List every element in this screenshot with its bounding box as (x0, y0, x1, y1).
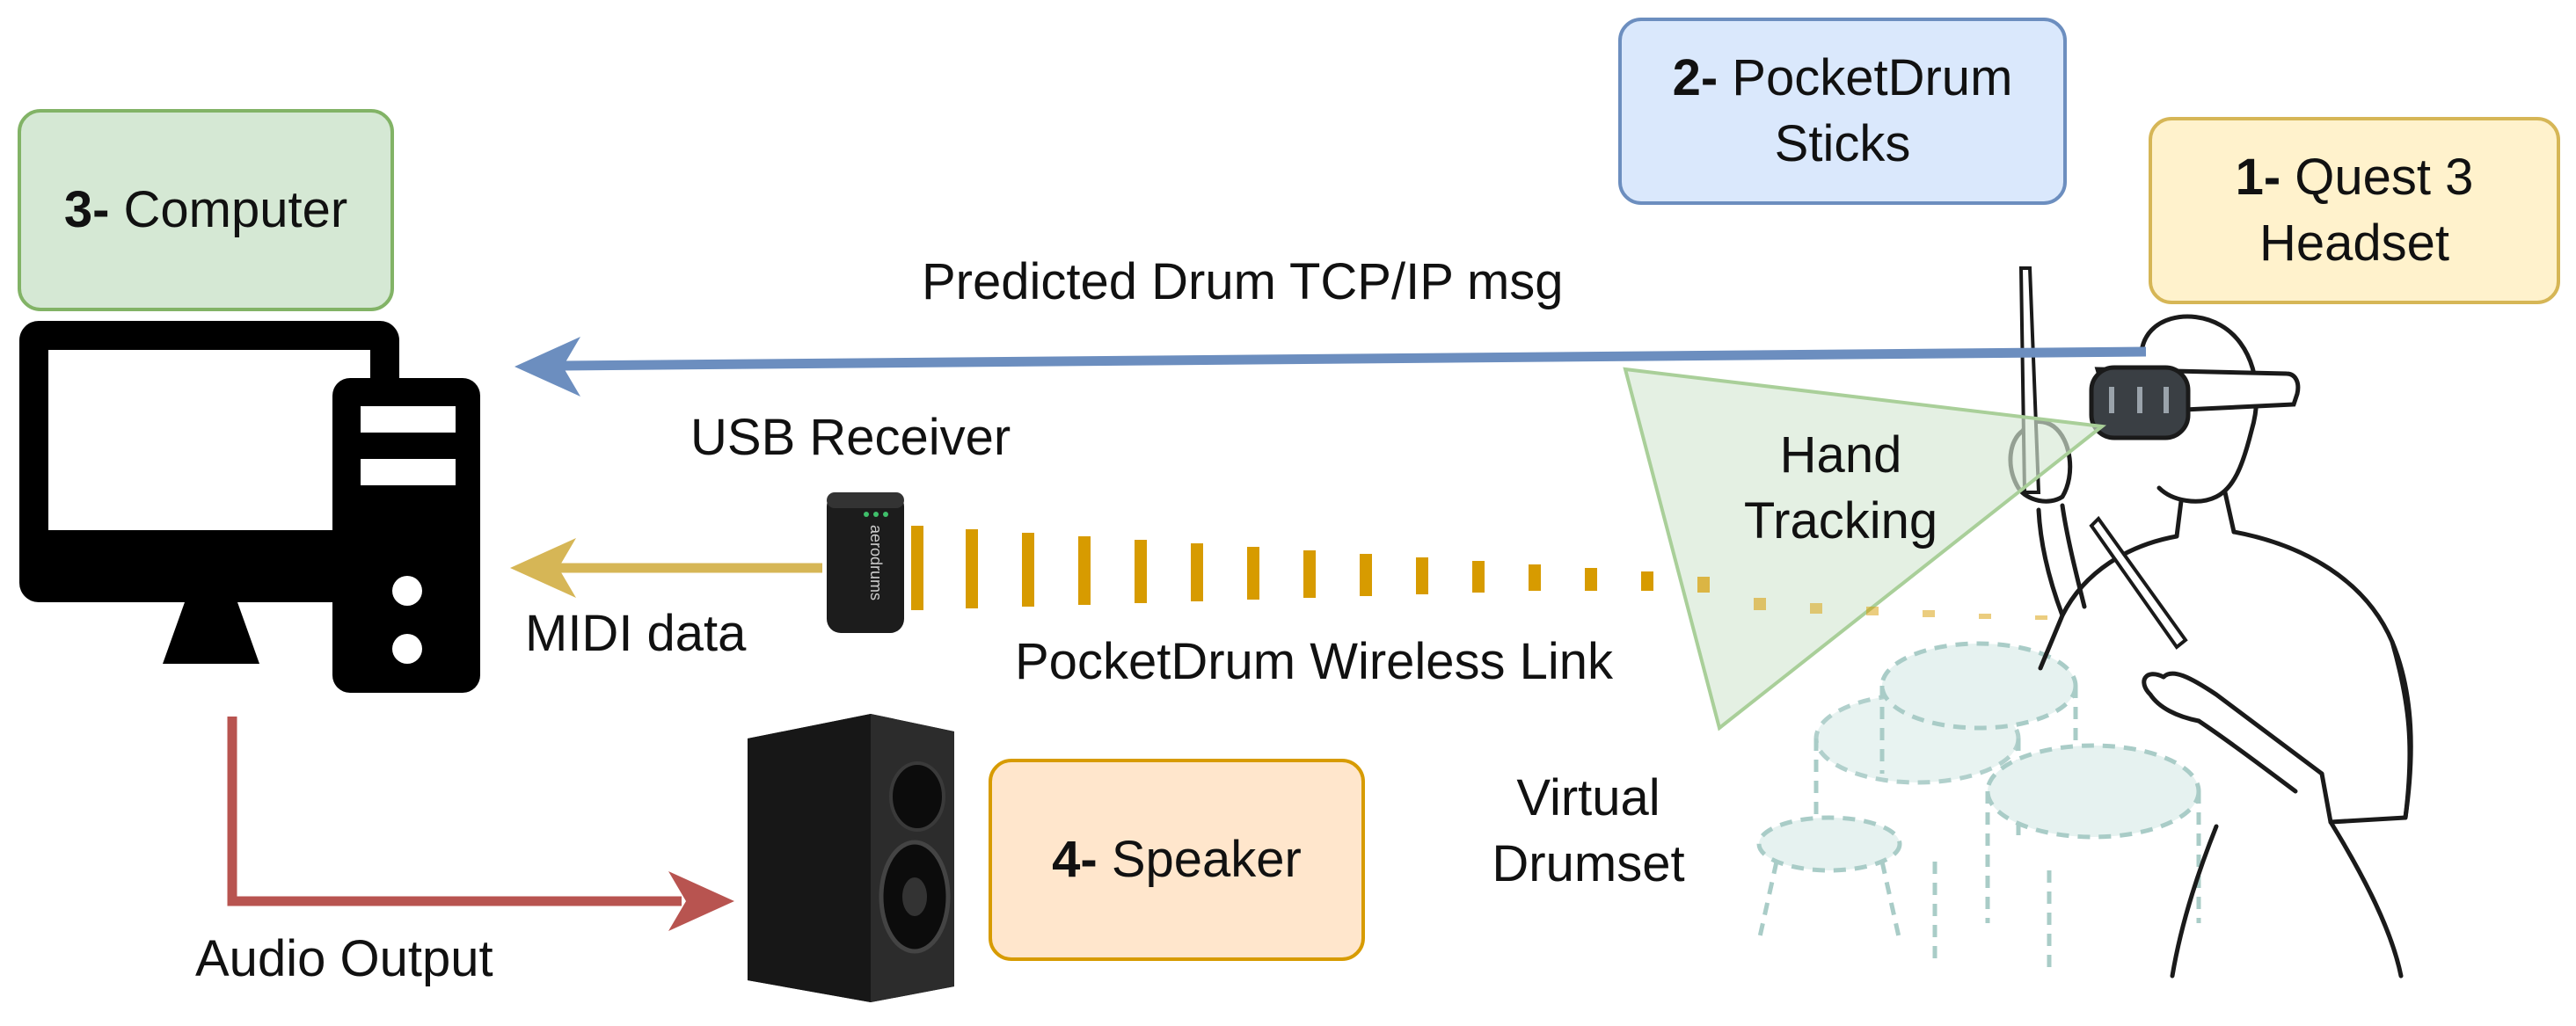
predicted-msg-label: Predicted Drum TCP/IP msg (922, 253, 1564, 310)
virtual-drumset (1756, 641, 2201, 976)
sticks-label-2: Sticks (1774, 114, 1911, 172)
midi-data-arrow (510, 538, 822, 598)
computer-label: Computer (123, 180, 348, 238)
vr-headset-icon (2089, 365, 2301, 440)
audio-output-label: Audio Output (195, 930, 493, 987)
drummer-figure (2008, 314, 2413, 979)
computer-icon (19, 321, 480, 693)
headset-label-2: Headset (2259, 214, 2449, 272)
midi-data-label: MIDI data (525, 605, 747, 662)
hand-tracking-line-2: Tracking (1743, 492, 1938, 550)
usb-receiver-icon: aerodrums (827, 492, 904, 633)
head-outline (2139, 314, 2259, 504)
virtual-drumset-line-2: Drumset (1492, 835, 1685, 893)
hand-tracking-cone (1623, 367, 2107, 731)
sticks-box: 2- PocketDrum Sticks (1618, 18, 2067, 205)
headset-number: 1- (2235, 149, 2281, 207)
speaker-icon (748, 714, 954, 1002)
speaker-box: 4- Speaker (989, 759, 1365, 961)
wireless-link-signal (911, 526, 2047, 620)
audio-output-arrow (227, 717, 734, 931)
speaker-label: Speaker (1111, 830, 1302, 888)
virtual-drumset-label: Virtual Drumset (1474, 765, 1703, 898)
computer-number: 3- (63, 180, 110, 238)
headset-label: Quest 3 (2295, 149, 2474, 207)
tcp-message-arrow (514, 337, 2147, 397)
sticks-label: PocketDrum (1732, 49, 2013, 107)
receiver-brand-text: aerodrums (867, 525, 885, 600)
hand-tracking-label: Hand Tracking (1731, 422, 1951, 555)
usb-receiver-label: USB Receiver (690, 409, 1011, 466)
headset-box: 1- Quest 3 Headset (2149, 117, 2560, 304)
wireless-link-label: PocketDrum Wireless Link (1015, 633, 1614, 690)
sticks-number: 2- (1672, 49, 1719, 107)
lower-drumstick (2089, 515, 2188, 650)
virtual-drumset-line-1: Virtual (1516, 769, 1660, 826)
speaker-number: 4- (1052, 830, 1098, 888)
computer-box: 3- Computer (18, 109, 394, 311)
hand-tracking-line-1: Hand (1779, 426, 1902, 484)
